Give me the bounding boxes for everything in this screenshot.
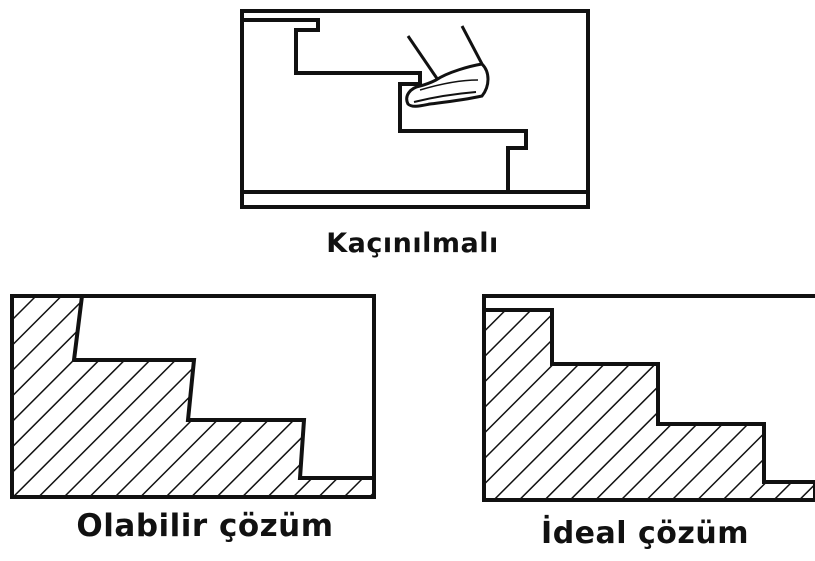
caption-ideal-solution: İdeal çözüm xyxy=(541,516,749,551)
panel-possible xyxy=(10,294,376,499)
shoe-icon xyxy=(405,25,490,108)
stair-hatched-vertical-risers xyxy=(482,308,815,502)
caption-possible-solution: Olabilir çözüm xyxy=(76,508,334,544)
panel-possible-frame xyxy=(10,294,376,499)
panel-avoid xyxy=(240,9,590,209)
panel-ideal xyxy=(482,294,815,502)
stair-hatched-sloped-risers xyxy=(10,294,376,499)
panel-ideal-frame xyxy=(482,294,815,502)
stair-profile-with-nosing xyxy=(242,18,528,192)
caption-avoid: Kaçınılmalı xyxy=(326,228,499,259)
panel-avoid-frame xyxy=(240,9,590,209)
